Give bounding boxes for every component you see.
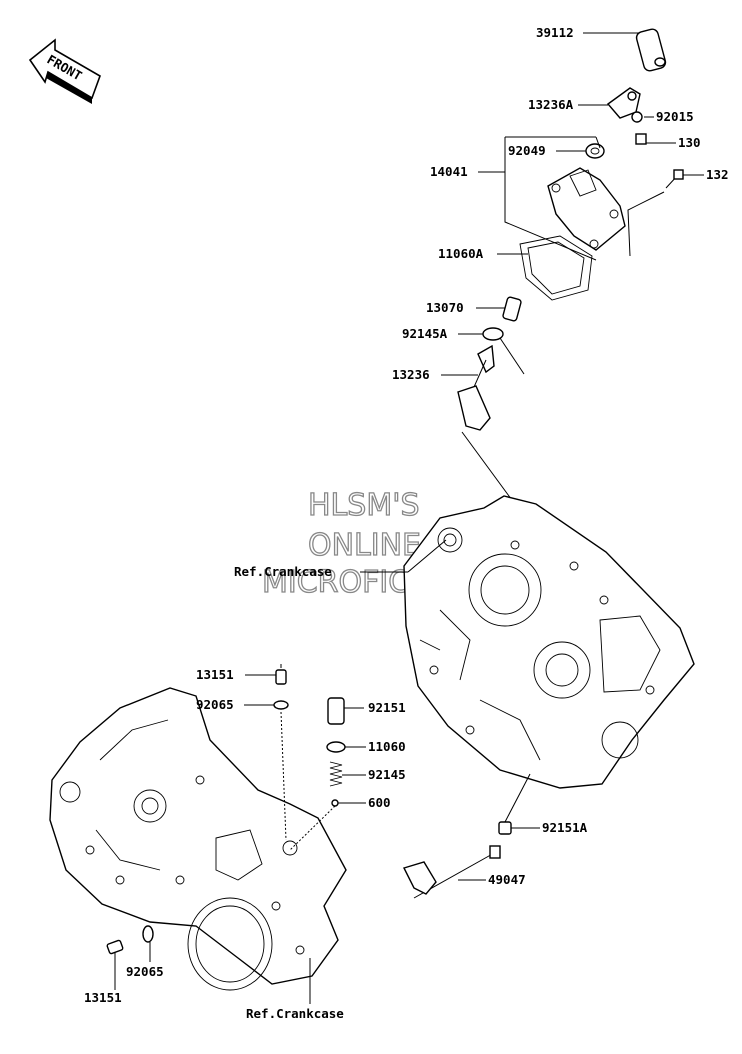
callout-49047: 49047 (488, 872, 526, 887)
part-92145A-spring (482, 327, 525, 375)
callout-92065-top: 92065 (196, 697, 234, 712)
callout-11060A: 11060A (438, 246, 484, 261)
callout-13070: 13070 (426, 300, 464, 315)
part-92151A-plug (498, 821, 512, 835)
callout-92151: 92151 (368, 700, 406, 715)
part-49047-shift-fork (403, 845, 501, 899)
callout-39112: 39112 (536, 25, 574, 40)
part-13236-shaft (457, 344, 495, 431)
part-13151-bottom-bolt (106, 939, 124, 955)
watermark-line2: ONLINE (308, 528, 421, 563)
callout-132: 132 (706, 167, 729, 182)
callout-13151-bottom: 13151 (84, 990, 122, 1005)
part-132-bolt (665, 169, 684, 189)
callout-11060: 11060 (368, 739, 406, 754)
callout-130: 130 (678, 135, 701, 150)
callout-92145A: 92145A (402, 326, 448, 341)
left-crankcase (49, 687, 347, 991)
callout-92049: 92049 (508, 143, 546, 158)
callout-14041: 14041 (430, 164, 468, 179)
callout-13236A: 13236A (528, 97, 574, 112)
part-92065-bottom-washer (142, 925, 154, 943)
watermark-line1: HLSM'S (308, 488, 420, 523)
part-92049-seal (585, 143, 605, 159)
part-92145-spring (329, 761, 343, 787)
ref-crankcase-bottom: Ref.Crankcase (246, 1006, 344, 1021)
part-92151-plug (327, 697, 345, 725)
part-600-ball (331, 799, 339, 807)
part-13236A-lever (606, 87, 641, 119)
part-39112-switch (635, 28, 667, 72)
part-13151-top-bolt (275, 664, 287, 685)
part-14041-cover (547, 167, 626, 251)
part-92015-nut (631, 111, 643, 123)
callout-92015: 92015 (656, 109, 694, 124)
callout-92151A: 92151A (542, 820, 588, 835)
leader-lines (114, 32, 704, 1004)
part-11060-gasket (326, 741, 346, 753)
front-arrow-icon: FRONT (28, 38, 101, 104)
ref-crankcase-top: Ref.Crankcase (234, 564, 332, 579)
callout-13236: 13236 (392, 367, 430, 382)
part-13070-collar (502, 296, 522, 322)
part-130-bolt (635, 133, 647, 145)
callout-600: 600 (368, 795, 391, 810)
callout-13151-top: 13151 (196, 667, 234, 682)
right-crankcase (403, 495, 695, 789)
callout-92145: 92145 (368, 767, 406, 782)
callout-92065-bottom: 92065 (126, 964, 164, 979)
part-11060A-gasket (519, 235, 593, 301)
part-92065-top-washer (273, 700, 289, 710)
